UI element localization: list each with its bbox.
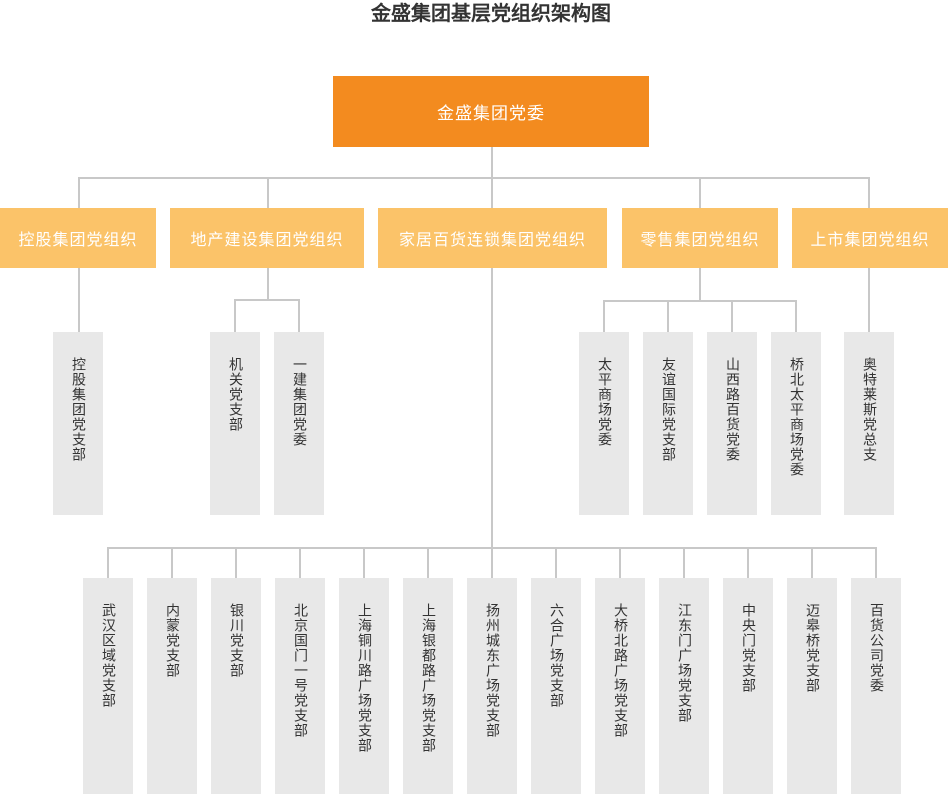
branch-node: 扬州城东广场党支部 — [467, 578, 517, 794]
org-node-label: 控股集团党组织 — [18, 230, 138, 249]
connector-branch3-drop-13 — [875, 547, 877, 578]
branch-node-label: 北京国门一号党支部 — [292, 603, 308, 738]
connector-branch4-drop-2 — [667, 300, 669, 332]
connector-drop-5 — [868, 177, 870, 208]
connector-drop-1 — [78, 177, 80, 208]
connector-root-stem — [491, 147, 493, 178]
branch-node-label: 六合广场党支部 — [548, 603, 564, 708]
connector-drop-3 — [491, 177, 493, 208]
connector-branch3-drop-8 — [555, 547, 557, 578]
branch-node: 六合广场党支部 — [531, 578, 581, 794]
connector-branch3-stem — [491, 268, 493, 548]
branch-node: 机关党支部 — [210, 332, 260, 515]
org-node-label: 家居百货连锁集团党组织 — [398, 230, 586, 249]
branch-node-label: 友谊国际党支部 — [660, 357, 676, 462]
branch-node-label: 桥北太平商场党委 — [788, 357, 804, 477]
root-node: 金盛集团党委 — [333, 76, 649, 147]
branch-node-label: 太平商场党委 — [596, 357, 612, 447]
connector-branch2-drop-1 — [234, 299, 236, 332]
connector-branch4-drop-4 — [795, 300, 797, 332]
org-node-holding: 控股集团党组织 — [0, 208, 156, 268]
org-node-real-estate: 地产建设集团党组织 — [170, 208, 364, 268]
branch-node: 迈皋桥党支部 — [787, 578, 837, 794]
branch-node-label: 银川党支部 — [228, 603, 244, 678]
branch-node: 友谊国际党支部 — [643, 332, 693, 515]
branch-node: 山西路百货党委 — [707, 332, 757, 515]
connector-branch3-drop-11 — [747, 547, 749, 578]
connector-drop-4 — [699, 177, 701, 208]
root-node-label: 金盛集团党委 — [437, 104, 545, 124]
branch-node-label: 一建集团党委 — [291, 357, 307, 447]
org-node-home-retail-chain: 家居百货连锁集团党组织 — [378, 208, 607, 268]
connector-branch4-bus — [603, 300, 797, 302]
org-node-label: 上市集团党组织 — [810, 230, 930, 249]
branch-node: 大桥北路广场党支部 — [595, 578, 645, 794]
connector-branch3-drop-9 — [619, 547, 621, 578]
branch-node-label: 控股集团党支部 — [70, 357, 86, 462]
org-node-retail: 零售集团党组织 — [622, 208, 778, 268]
connector-branch2-stem — [267, 268, 269, 300]
org-node-label: 地产建设集团党组织 — [190, 230, 344, 249]
connector-branch3-drop-6 — [427, 547, 429, 578]
connector-branch5 — [868, 268, 870, 332]
connector-branch2-bus — [234, 299, 300, 301]
branch-node: 江东门广场党支部 — [659, 578, 709, 794]
branch-node: 一建集团党委 — [274, 332, 324, 515]
connector-branch3-drop-5 — [363, 547, 365, 578]
branch-node-label: 上海银都路广场党支部 — [420, 603, 436, 753]
connector-level1-bus — [78, 177, 870, 179]
branch-node: 百货公司党委 — [851, 578, 901, 794]
connector-branch3-drop-2 — [171, 547, 173, 578]
branch-node: 奥特莱斯党总支 — [844, 332, 894, 515]
connector-branch4-drop-3 — [731, 300, 733, 332]
branch-node: 上海银都路广场党支部 — [403, 578, 453, 794]
connector-branch3-drop-3 — [235, 547, 237, 578]
branch-node-label: 中央门党支部 — [740, 603, 756, 693]
branch-node: 桥北太平商场党委 — [771, 332, 821, 515]
branch-node: 武汉区域党支部 — [83, 578, 133, 794]
branch-node-label: 机关党支部 — [227, 357, 243, 432]
connector-branch2-drop-2 — [298, 299, 300, 332]
connector-branch3-drop-1 — [107, 547, 109, 578]
connector-drop-2 — [267, 177, 269, 208]
org-node-label: 零售集团党组织 — [640, 230, 760, 249]
org-node-listed: 上市集团党组织 — [792, 208, 948, 268]
connector-branch3-drop-7 — [491, 547, 493, 578]
branch-node-label: 奥特莱斯党总支 — [861, 357, 877, 462]
branch-node: 北京国门一号党支部 — [275, 578, 325, 794]
branch-node-label: 大桥北路广场党支部 — [612, 603, 628, 738]
branch-node: 内蒙党支部 — [147, 578, 197, 794]
connector-branch4-drop-1 — [603, 300, 605, 332]
diagram-title: 金盛集团基层党组织架构图 — [371, 1, 611, 25]
connector-branch4-stem — [699, 268, 701, 301]
branch-node-label: 内蒙党支部 — [164, 603, 180, 678]
branch-node: 控股集团党支部 — [53, 332, 103, 515]
branch-node-label: 上海铜川路广场党支部 — [356, 603, 372, 753]
connector-branch3-drop-12 — [811, 547, 813, 578]
connector-branch3-drop-10 — [683, 547, 685, 578]
branch-node: 银川党支部 — [211, 578, 261, 794]
branch-node-label: 武汉区域党支部 — [100, 603, 116, 708]
branch-node: 中央门党支部 — [723, 578, 773, 794]
connector-branch3-drop-4 — [299, 547, 301, 578]
branch-node-label: 百货公司党委 — [868, 603, 884, 693]
branch-node-label: 山西路百货党委 — [724, 357, 740, 462]
branch-node-label: 扬州城东广场党支部 — [484, 603, 500, 738]
branch-node: 太平商场党委 — [579, 332, 629, 515]
connector-branch1 — [78, 268, 80, 332]
branch-node-label: 江东门广场党支部 — [676, 603, 692, 723]
branch-node: 上海铜川路广场党支部 — [339, 578, 389, 794]
branch-node-label: 迈皋桥党支部 — [804, 603, 820, 693]
